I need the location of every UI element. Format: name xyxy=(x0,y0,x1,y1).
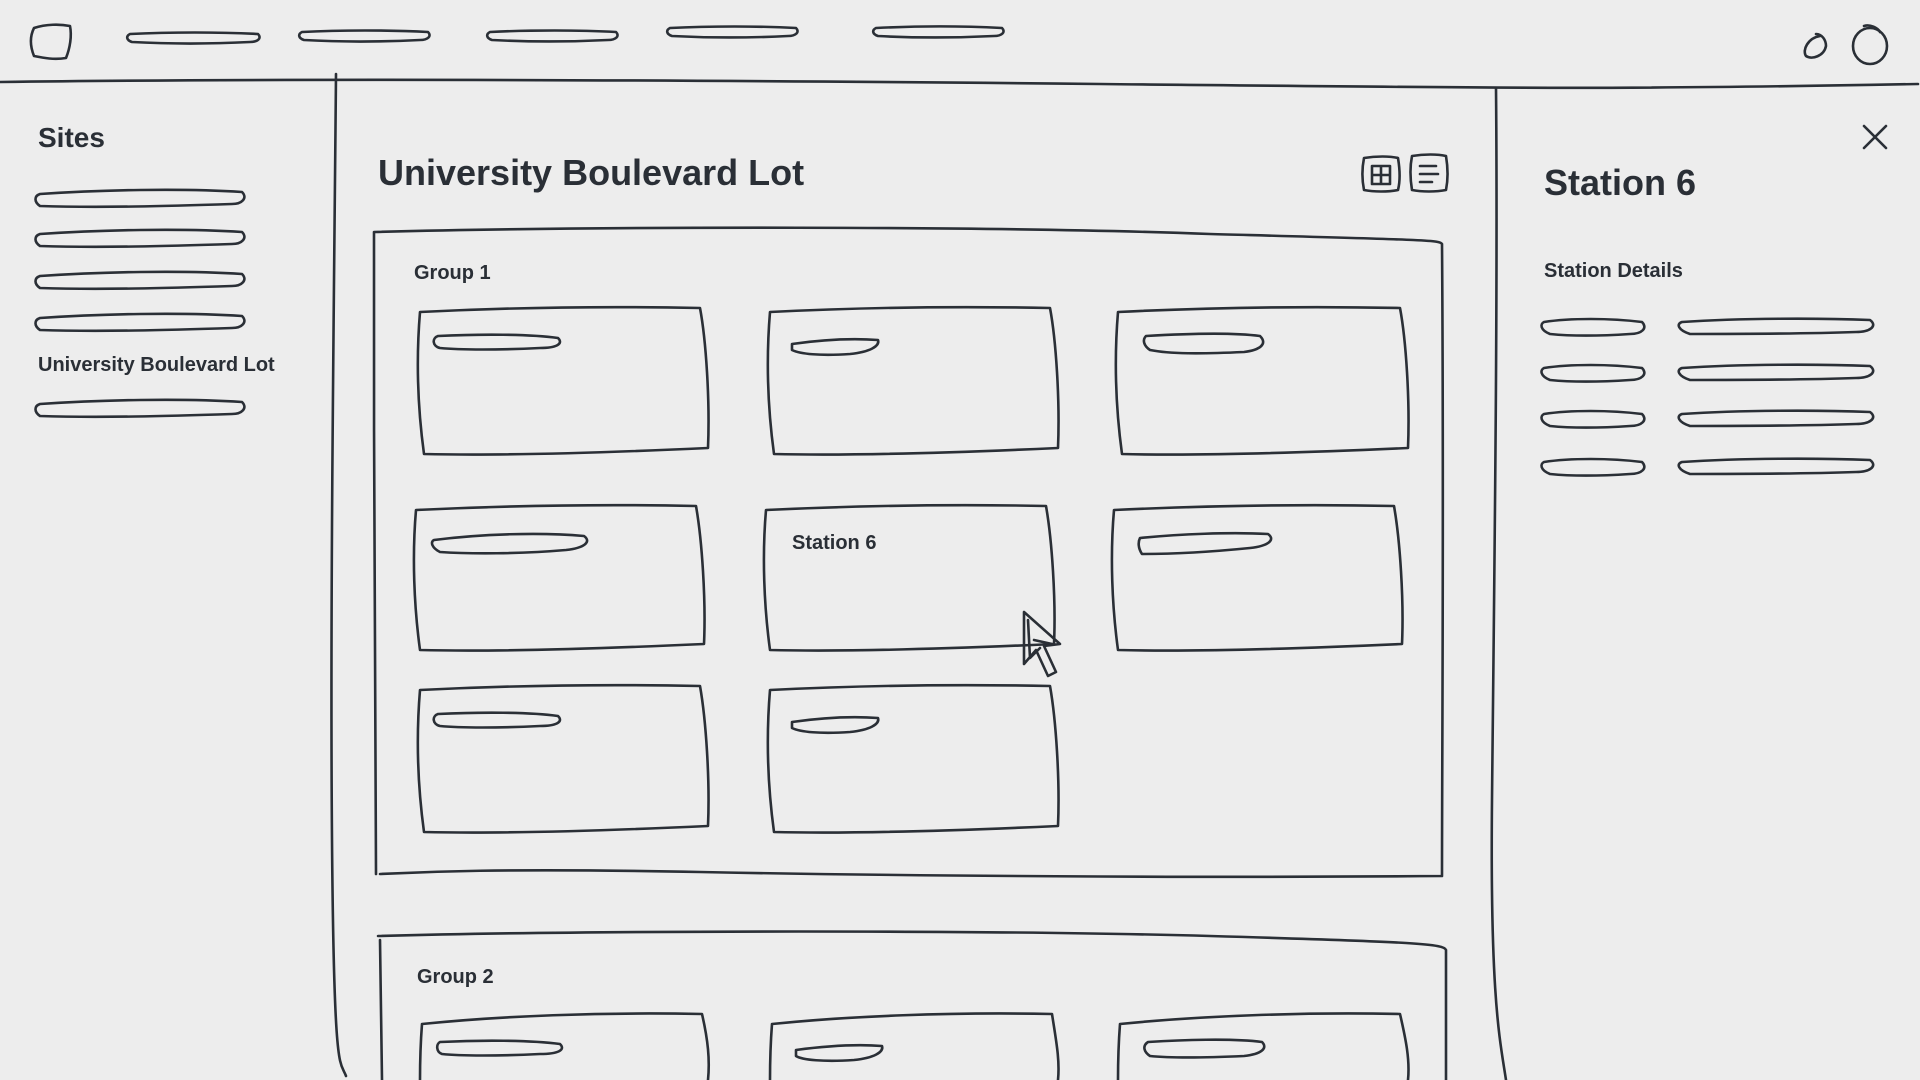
nav-link-2[interactable] xyxy=(296,22,436,48)
logo-button[interactable] xyxy=(28,22,76,64)
station-card-7-hit[interactable] xyxy=(418,686,710,834)
topbar-divider xyxy=(0,78,1920,90)
notifications-button[interactable] xyxy=(1798,28,1832,64)
station-6-label: Station 6 xyxy=(792,532,877,554)
sidebar-site-2[interactable] xyxy=(34,224,254,252)
list-view-button[interactable] xyxy=(1408,150,1452,196)
grid-view-button[interactable] xyxy=(1360,152,1404,196)
detail-key-2 xyxy=(1540,363,1646,383)
sidebar-site-4[interactable] xyxy=(34,308,254,336)
group-2-card-2-hit[interactable] xyxy=(770,1014,1060,1080)
station-card-3-hit[interactable] xyxy=(1116,308,1410,456)
panel-section-title: Station Details xyxy=(1544,260,1683,282)
nav-link-1[interactable] xyxy=(124,24,264,50)
nav-link-5[interactable] xyxy=(870,18,1010,44)
detail-value-3 xyxy=(1677,409,1875,428)
station-card-8-hit[interactable] xyxy=(768,686,1060,834)
detail-value-4 xyxy=(1677,457,1875,476)
nav-link-4[interactable] xyxy=(664,18,804,44)
station-card-4-hit[interactable] xyxy=(414,506,706,652)
sidebar-item-university-boulevard-lot[interactable]: University Boulevard Lot xyxy=(38,354,275,376)
station-card-5-hit[interactable] xyxy=(1112,506,1404,652)
nav-link-3[interactable] xyxy=(484,22,624,48)
panel-divider xyxy=(1490,86,1508,1080)
detail-value-2 xyxy=(1677,363,1875,382)
station-card-6-hit[interactable] xyxy=(764,506,1056,652)
sidebar-divider xyxy=(330,72,348,1078)
group-2-card-1-hit[interactable] xyxy=(420,1014,710,1080)
station-card-2-hit[interactable] xyxy=(768,308,1060,456)
user-avatar-button[interactable] xyxy=(1850,24,1892,68)
page-title: University Boulevard Lot xyxy=(378,152,805,193)
panel-title: Station 6 xyxy=(1544,162,1697,203)
sidebar-site-6[interactable] xyxy=(34,394,254,422)
detail-key-4 xyxy=(1540,457,1646,477)
group-1-label: Group 1 xyxy=(414,262,491,284)
sidebar-site-1[interactable] xyxy=(34,184,254,212)
close-panel-button[interactable] xyxy=(1856,118,1894,156)
sidebar-title: Sites xyxy=(38,122,105,153)
group-2-card-3-hit[interactable] xyxy=(1118,1014,1408,1080)
detail-value-1 xyxy=(1677,317,1875,336)
group-2-label: Group 2 xyxy=(417,966,494,988)
detail-key-1 xyxy=(1540,317,1646,337)
sidebar-site-3[interactable] xyxy=(34,266,254,294)
station-card-1-hit[interactable] xyxy=(418,308,710,456)
detail-key-3 xyxy=(1540,409,1646,429)
